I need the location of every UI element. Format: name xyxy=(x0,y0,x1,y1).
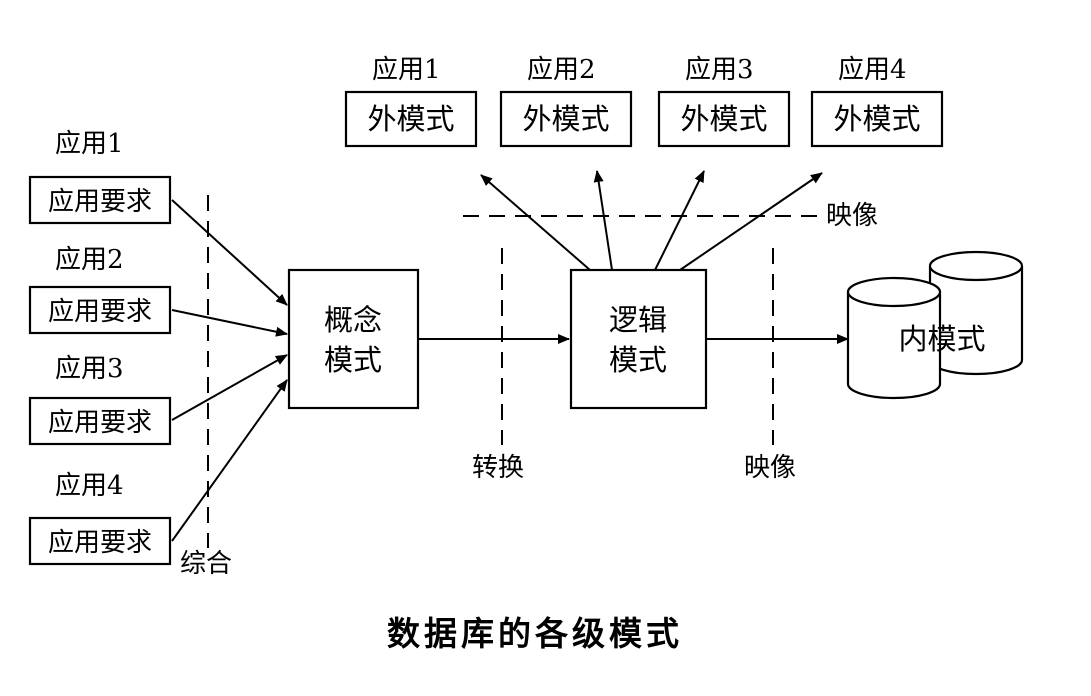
external-schema-text: 外模式 xyxy=(522,102,609,136)
conceptual-line1: 概念 xyxy=(324,303,382,337)
mapping-label-bottom: 映像 xyxy=(744,453,796,483)
logical-line2: 模式 xyxy=(609,343,667,377)
requirement-text: 应用要求 xyxy=(48,528,152,558)
external-schema-text: 外模式 xyxy=(367,102,454,136)
logical-line1: 逻辑 xyxy=(609,303,667,337)
logical-to-external-arrow xyxy=(654,170,705,271)
logical-to-external-arrow xyxy=(480,174,591,271)
external-schema-box xyxy=(499,90,633,148)
application-label: 应用3 xyxy=(55,354,124,384)
application-label: 应用4 xyxy=(55,471,124,501)
external-schema-1: 应用1 外模式 xyxy=(344,55,478,148)
diagram-caption: 数据库的各级模式 xyxy=(387,614,683,653)
logical-to-external-arrow xyxy=(593,170,613,271)
application-group-1: 应用1 应用要求 xyxy=(28,129,172,225)
internal-schema: 内模式 xyxy=(846,250,1024,400)
requirement-text: 应用要求 xyxy=(48,297,152,327)
external-schema-text: 外模式 xyxy=(833,102,920,136)
requirement-to-conceptual-arrow xyxy=(171,199,288,306)
conceptual-schema-box xyxy=(287,268,420,410)
logical-schema-box xyxy=(569,268,708,410)
requirement-box xyxy=(28,516,172,566)
application-group-4: 应用4 应用要求 xyxy=(28,471,172,566)
external-schema-4: 应用4 外模式 xyxy=(810,55,944,148)
external-app-label: 应用1 xyxy=(372,55,441,85)
external-app-label: 应用3 xyxy=(685,55,754,85)
application-label: 应用1 xyxy=(55,129,124,159)
external-schema-2: 应用2 外模式 xyxy=(499,55,633,148)
requirement-box xyxy=(28,396,172,446)
requirement-text: 应用要求 xyxy=(48,187,152,217)
external-app-label: 应用4 xyxy=(838,55,907,85)
logical-schema: 逻辑 模式 xyxy=(569,268,708,410)
external-schema-box xyxy=(810,90,944,148)
external-schema-3: 应用3 外模式 xyxy=(657,55,791,148)
logical-to-external-arrow xyxy=(679,172,823,271)
external-schema-text: 外模式 xyxy=(680,102,767,136)
application-group-2: 应用2 应用要求 xyxy=(28,245,172,335)
conceptual-schema: 概念 模式 xyxy=(287,268,420,410)
requirement-box xyxy=(28,175,172,225)
requirement-to-conceptual-arrow xyxy=(171,354,288,421)
application-group-3: 应用3 应用要求 xyxy=(28,354,172,446)
external-schema-box xyxy=(657,90,791,148)
requirement-to-conceptual-arrow xyxy=(171,309,288,337)
external-app-label: 应用2 xyxy=(527,55,596,85)
requirement-box xyxy=(28,285,172,335)
transform-label: 转换 xyxy=(472,453,524,483)
external-schema-box xyxy=(344,90,478,148)
synthesis-label: 综合 xyxy=(180,549,232,579)
conceptual-line2: 模式 xyxy=(324,343,382,377)
requirement-to-conceptual-arrow xyxy=(171,379,288,542)
application-label: 应用2 xyxy=(55,245,124,275)
requirement-text: 应用要求 xyxy=(48,408,152,438)
mapping-label-top: 映像 xyxy=(826,201,878,231)
database-cylinder-front xyxy=(846,276,942,400)
internal-schema-label: 内模式 xyxy=(898,322,985,356)
